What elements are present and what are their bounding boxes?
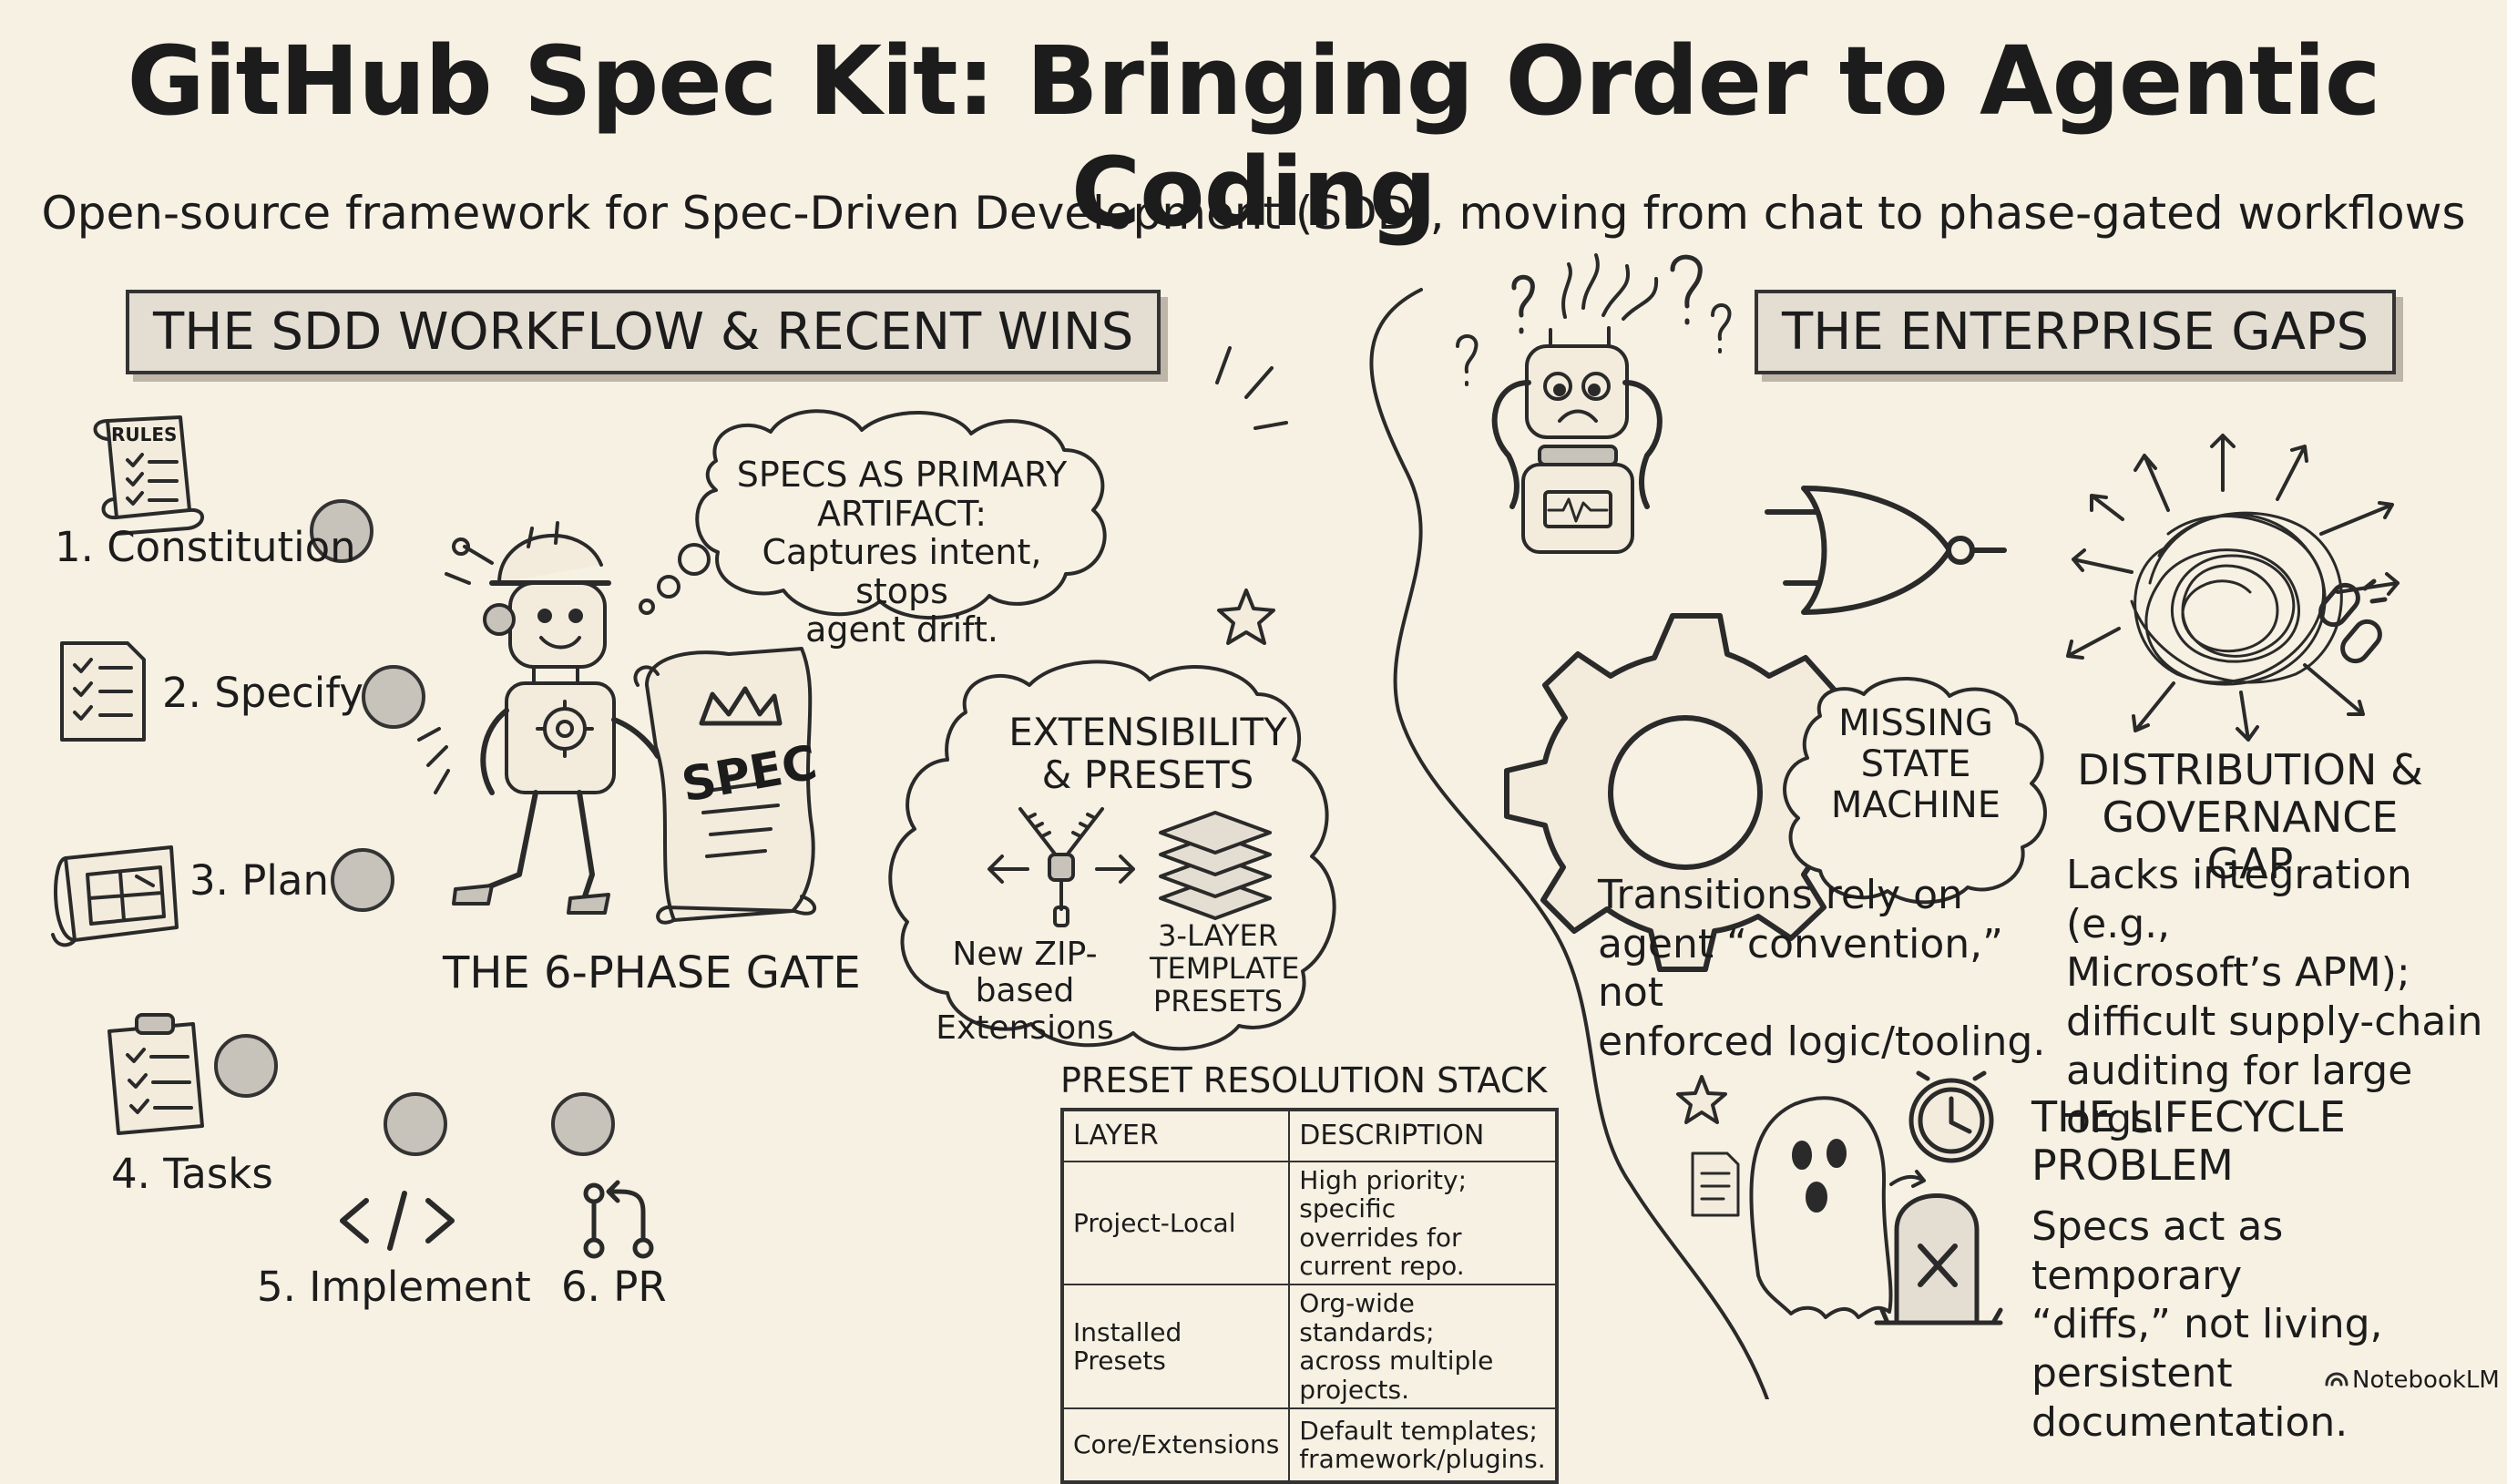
rules-label: RULES <box>111 424 178 445</box>
section-divider <box>1369 288 1769 1399</box>
phase-label-1: 1. Constitution <box>55 523 356 571</box>
tombstone-x-icon <box>1874 1193 2003 1325</box>
star-icon <box>1217 588 1275 645</box>
phase-label-3: 3. Plan <box>189 856 329 905</box>
specs-bubble-text: SPECS AS PRIMARY ARTIFACT: Captures inte… <box>736 455 1068 650</box>
blueprint-map-icon <box>51 845 179 947</box>
layers-presets-icon <box>1159 811 1272 920</box>
extensibility-title: EXTENSIBILITY & PRESETS <box>1008 710 1287 798</box>
broken-chain-icon <box>2318 578 2388 664</box>
table-header-row: LAYER DESCRIPTION <box>1060 1109 1558 1162</box>
phase-label-4: 4. Tasks <box>111 1150 273 1198</box>
illustration-canvas <box>51 253 2400 1399</box>
clock-icon <box>1908 1070 1994 1163</box>
state-machine-cloud <box>1783 677 2047 905</box>
notebooklm-logo-icon <box>2325 1372 2348 1387</box>
rules-scroll-icon <box>93 415 204 536</box>
table-cell-layer: Core/Extensions <box>1060 1407 1291 1483</box>
table-row: Installed Presets Org-wide standards;acr… <box>1060 1284 1558 1409</box>
confused-robot-icon <box>1456 253 1732 554</box>
table-row: Core/Extensions Default templates;framew… <box>1060 1407 1558 1483</box>
state-machine-label: MISSING STATE MACHINE <box>1830 702 2001 826</box>
layer-presets-label: 3-LAYER TEMPLATE PRESETS <box>1150 918 1300 1018</box>
page-subtitle: Open-source framework for Spec-Driven De… <box>41 187 2466 240</box>
governance-gap-text: Lacks integration (e.g., Microsoft’s APM… <box>2066 852 2483 1143</box>
phase-node-2 <box>362 665 425 729</box>
code-brackets-icon <box>340 1191 455 1251</box>
page-title: GitHub Spec Kit: Bringing Order to Agent… <box>127 26 2380 248</box>
ghost-icon <box>1749 1096 1926 1319</box>
radiating-arrows-icon <box>2066 434 2400 742</box>
logic-gate-icon <box>1765 486 2007 615</box>
table-header-description: DESCRIPTION <box>1288 1109 1558 1162</box>
enterprise-gaps-banner: THE ENTERPRISE GAPS <box>1755 290 2397 374</box>
extensibility-cloud <box>888 660 1336 1051</box>
table-cell-layer: Project-Local <box>1060 1160 1291 1286</box>
clipboard-tasks-icon <box>107 1013 204 1135</box>
star-icon-small <box>1676 1075 1727 1124</box>
phase-label-6: 6. PR <box>561 1263 667 1311</box>
preset-table-title: PRESET RESOLUTION STACK <box>1060 1060 1548 1100</box>
zipper-extensions-icon <box>987 807 1135 927</box>
lifecycle-problem-text: Specs act as temporary “diffs,” not livi… <box>2031 1203 2383 1446</box>
zip-extensions-label: New ZIP-based Extensions <box>936 936 1114 1047</box>
notebooklm-brand: NotebookLM <box>2352 1366 2500 1394</box>
phase-nodes <box>214 499 615 1156</box>
phase-node-1 <box>310 499 373 563</box>
document-small-icon <box>1691 1151 1740 1217</box>
phase-label-5: 5. Implement <box>257 1263 531 1311</box>
sdd-workflow-banner: THE SDD WORKFLOW & RECENT WINS <box>126 290 1161 374</box>
table-header-layer: LAYER <box>1060 1109 1291 1162</box>
state-machine-text: Transitions rely on agent “convention,” … <box>1598 872 2046 1066</box>
phase-node-5 <box>384 1092 447 1156</box>
governance-gap-title: DISTRIBUTION & GOVERNANCE GAP <box>2077 745 2423 889</box>
lifecycle-problem-title: THE LIFECYCLE PROBLEM <box>2031 1092 2346 1190</box>
preset-resolution-table: LAYER DESCRIPTION Project-Local High pri… <box>1060 1108 1559 1484</box>
tangled-scribble-icon <box>2130 511 2343 686</box>
document-checklist-icon <box>60 641 146 742</box>
pull-request-icon <box>583 1180 654 1259</box>
table-cell-layer: Installed Presets <box>1060 1284 1291 1409</box>
emphasis-marks <box>1215 346 1288 430</box>
phase-node-3 <box>331 848 394 912</box>
phase-label-2: 2. Specify <box>162 669 363 717</box>
robot-with-spec-icon <box>417 521 817 925</box>
table-cell-description: Default templates;framework/plugins. <box>1288 1407 1558 1483</box>
table-cell-description: Org-wide standards;across multiple proje… <box>1288 1284 1558 1409</box>
phase-node-4 <box>214 1034 278 1098</box>
phase-gate-label: THE 6-PHASE GATE <box>443 947 861 998</box>
phase-node-6 <box>551 1092 615 1156</box>
specs-thought-cloud <box>639 409 1107 619</box>
